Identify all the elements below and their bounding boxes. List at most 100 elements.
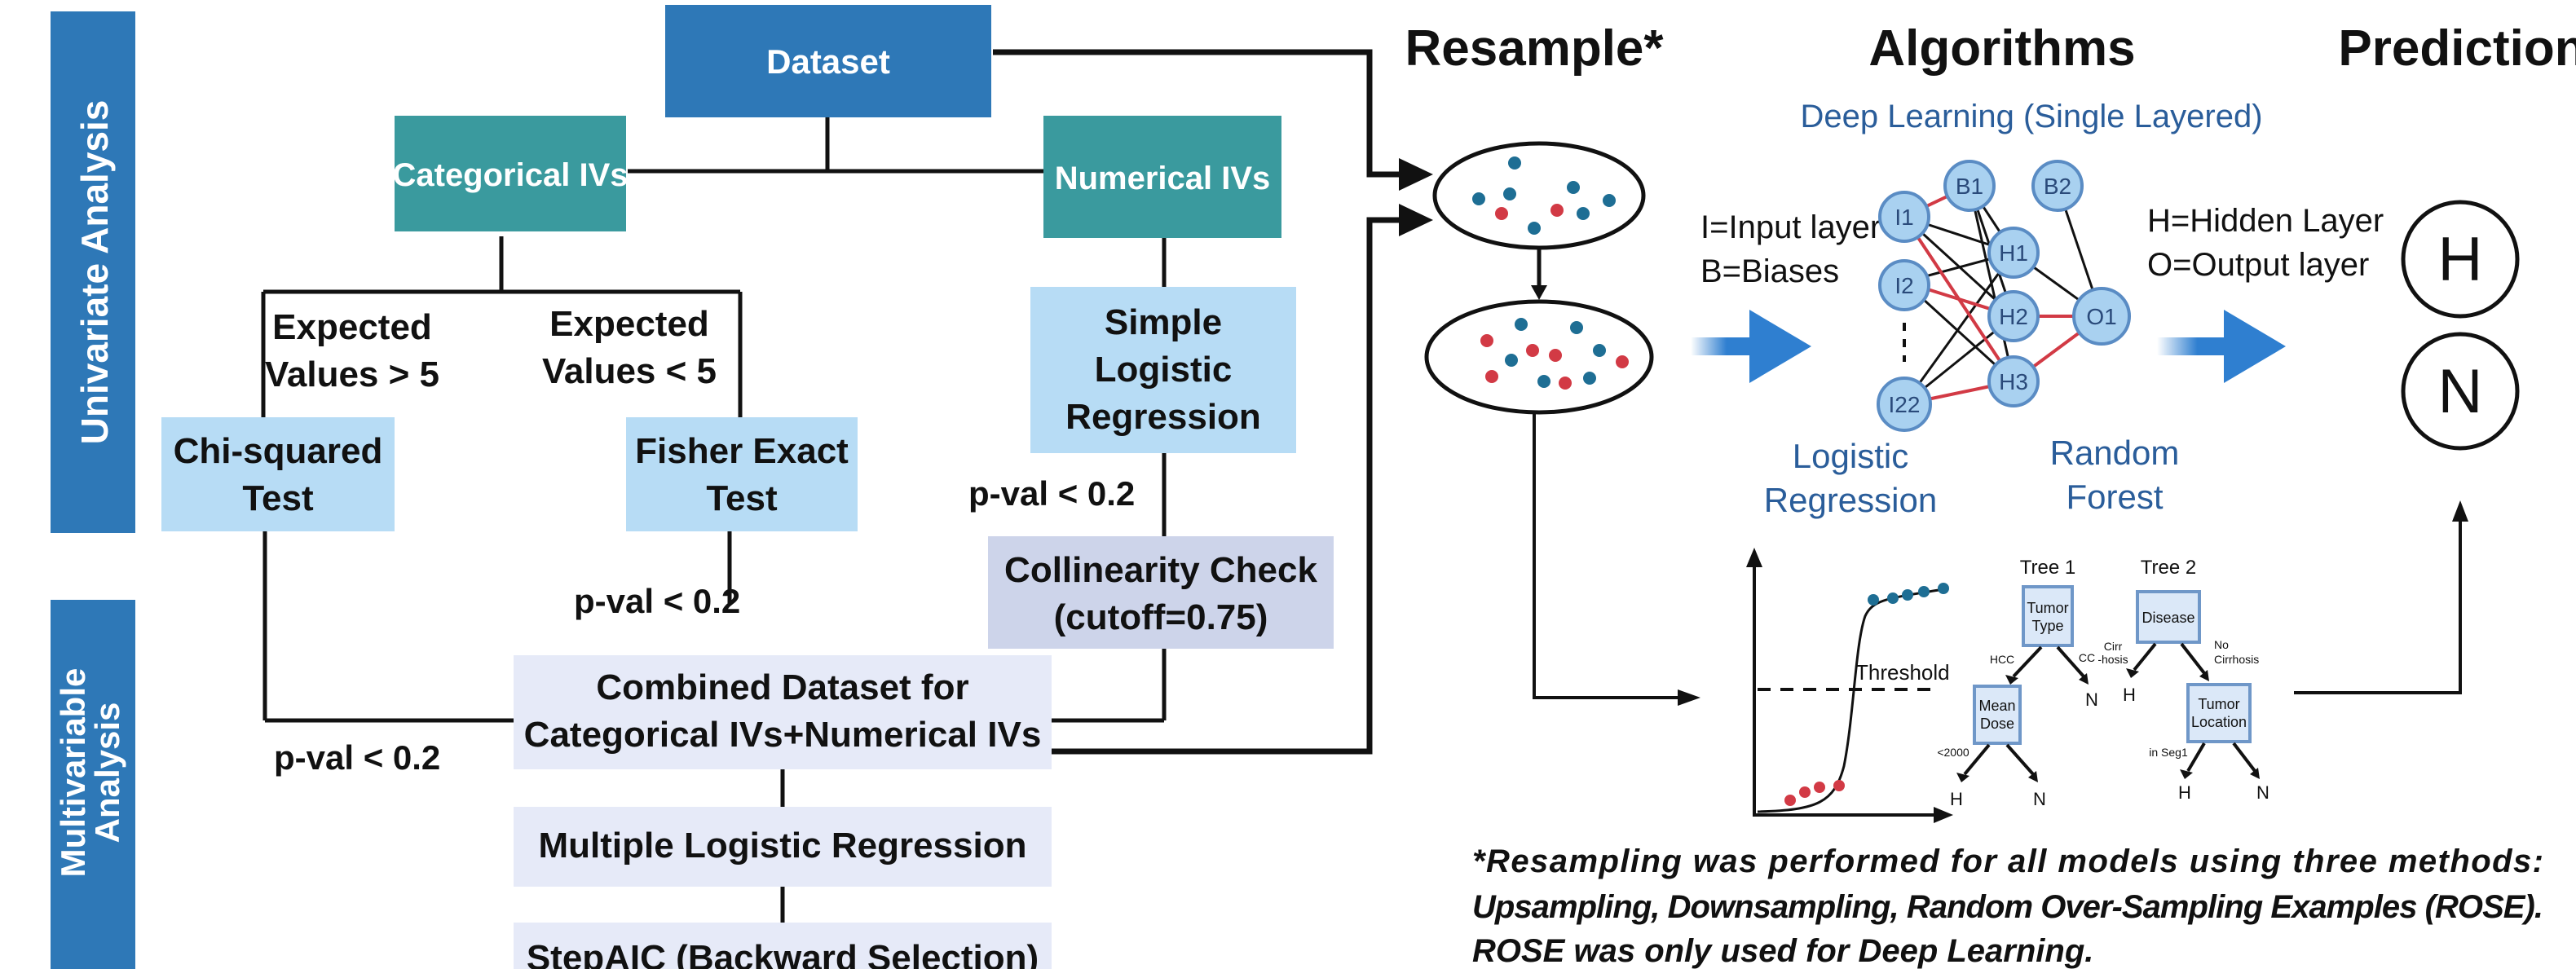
blue-arrow-right-head — [2224, 310, 2286, 383]
tree1-leaf-h: H — [1950, 789, 1963, 809]
heading-resample: Resample* — [1405, 20, 1664, 77]
blue-arrow-left-shaft — [1691, 337, 1756, 355]
expected-lt5-line2: Values < 5 — [542, 351, 717, 391]
node-i2 — [1878, 259, 1930, 311]
node-i2-label: I2 — [1895, 273, 1913, 298]
node-h2 — [1987, 290, 2040, 342]
node-b2-label: B2 — [2044, 174, 2071, 199]
tree2-root-box — [2136, 590, 2201, 644]
tree1-edge-cc: CC — [2079, 651, 2095, 664]
prediction-h-circle — [2401, 200, 2520, 319]
blue-arrow-right-shaft — [2157, 337, 2230, 355]
legend-hidden-layer: H=Hidden Layer — [2147, 203, 2384, 239]
tree1-edge-lt2000: <2000 — [1937, 746, 1969, 759]
sigmoid-curve — [1757, 587, 1949, 813]
univariate-label: Univariate Analysis — [73, 100, 116, 445]
heading-prediction: Prediction — [2338, 20, 2576, 77]
left-connectors — [261, 117, 1167, 923]
node-i1 — [1878, 191, 1930, 243]
prediction-n-label: N — [2438, 357, 2483, 426]
tree1-child-box — [1973, 685, 2022, 745]
tree1-root-box — [2022, 585, 2074, 647]
tree1-root-line1: Tumor — [2027, 600, 2068, 616]
tree1-child-line2: Dose — [1980, 716, 2014, 732]
legend-output-layer: O=Output layer — [2147, 247, 2369, 283]
collinearity-check-box — [988, 536, 1334, 649]
node-i1-label: I1 — [1895, 205, 1913, 230]
tree2-title: Tree 2 — [2141, 557, 2196, 579]
pval-slr-label: p-val < 0.2 — [968, 474, 1135, 513]
expected-lt5-line1: Expected — [549, 304, 709, 344]
logistic-curve-plot: Threshold — [1746, 548, 1953, 823]
tree-2: Tree 2 Disease Cirr -hosis No Cirrhosis … — [2097, 557, 2269, 803]
tree2-leaf-h2: H — [2178, 782, 2191, 803]
prediction-n-circle — [2401, 332, 2520, 451]
multivariable-sidebar — [51, 600, 135, 969]
slr-line2: Logistic — [1095, 350, 1233, 390]
tree2-edge-cirr-1: Cirr — [2104, 640, 2123, 653]
footnote-line3: ROSE was only used for Deep Learning. — [1472, 933, 2093, 969]
multivariable-label-line2: Analysis — [88, 703, 126, 843]
tree1-child-line1: Mean — [1978, 698, 2015, 714]
tree1-leaf-n: N — [2085, 689, 2098, 710]
legend-biases: B=Biases — [1700, 253, 1839, 289]
resample-down-arrowhead — [1531, 285, 1547, 300]
deep-learning-title: Deep Learning (Single Layered) — [1800, 99, 2262, 134]
fisher-exact-line2: Test — [706, 478, 778, 518]
node-o1 — [2072, 287, 2131, 346]
node-h3-label: H3 — [1999, 369, 2028, 394]
tree2-child-box — [2186, 683, 2252, 743]
threshold-label: Threshold — [1855, 660, 1950, 685]
fisher-exact-line1: Fisher Exact — [635, 431, 849, 471]
collinearity-line2: (cutoff=0.75) — [1054, 597, 1268, 637]
multiple-logistic-regression-box — [514, 807, 1052, 887]
blue-arrow-left-head — [1749, 310, 1811, 383]
resampled-ellipse — [1424, 299, 1654, 415]
node-b2 — [2031, 160, 2084, 212]
sample-dots-top — [1472, 156, 1616, 235]
node-labels: I1 I2 I22 B1 B2 H1 H2 H3 O1 — [1889, 174, 2117, 417]
tree2-leaf-n: N — [2256, 782, 2269, 803]
expected-gt5-line2: Values > 5 — [265, 355, 439, 394]
resample-to-rf-connector — [1533, 414, 1681, 699]
numerical-ivs-box — [1043, 116, 1281, 238]
tree-1: Tree 1 Tumor Type HCC CC N Mean Dose <20… — [1937, 557, 2098, 809]
tree1-title: Tree 1 — [2020, 557, 2075, 579]
resample-to-rf-arrowhead — [1678, 689, 1700, 706]
dataset-to-resample-connector — [993, 49, 1402, 755]
tree2-edge-nocirr-2: Cirrhosis — [2214, 653, 2259, 666]
tree2-edge-inseg1: in Seg1 — [2149, 746, 2188, 759]
fisher-exact-box — [626, 417, 858, 531]
numerical-ivs-label: Numerical IVs — [1055, 161, 1271, 196]
stepaic-box — [514, 923, 1052, 969]
node-i22-label: I22 — [1889, 392, 1921, 417]
original-sample-ellipse — [1432, 141, 1646, 250]
logistic-regression-line1: Logistic — [1793, 437, 1908, 475]
node-i22 — [1877, 377, 1932, 432]
chi-squared-line2: Test — [242, 478, 314, 518]
arrowhead-bottom — [1399, 204, 1433, 236]
mlr-label: Multiple Logistic Regression — [539, 826, 1027, 865]
chi-squared-line1: Chi-squared — [174, 431, 383, 471]
node-h1 — [1987, 227, 2040, 279]
tree2-leaf-h: H — [2123, 685, 2136, 705]
legend-input-layer: I=Input layer — [1700, 209, 1881, 245]
tree2-edge-cirr-2: -hosis — [2097, 653, 2128, 666]
random-forest-line1: Random — [2050, 434, 2180, 472]
tree2-child-line1: Tumor — [2198, 696, 2239, 712]
tree2-edge-nocirr-1: No — [2214, 638, 2229, 651]
categorical-ivs-box — [395, 116, 626, 231]
sample-dots-bottom — [1480, 318, 1629, 390]
dataset-box — [665, 5, 991, 117]
network-nodes — [1877, 160, 2131, 432]
node-o1-label: O1 — [2086, 304, 2116, 329]
random-forest-line2: Forest — [2066, 478, 2163, 516]
node-b1 — [1943, 160, 1996, 212]
logistic-regression-line2: Regression — [1764, 481, 1937, 519]
node-h2-label: H2 — [1999, 304, 2028, 329]
tree1-edge-hcc: HCC — [1990, 653, 2014, 666]
tree2-child-line2: Location — [2191, 714, 2247, 730]
combined-dataset-box — [514, 655, 1052, 769]
